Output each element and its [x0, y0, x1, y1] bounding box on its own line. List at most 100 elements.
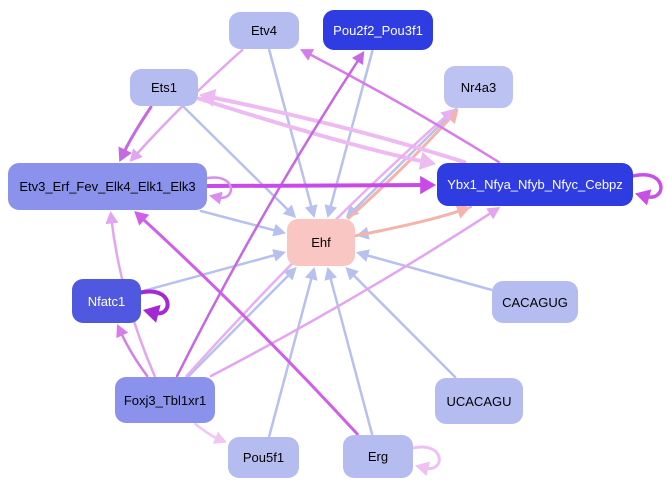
edge-erg-to-ehf-line — [328, 274, 374, 436]
edge-foxj3-to-nfatc1-arrow — [116, 324, 129, 339]
edge-ets1-to-ybx1[interactable] — [197, 96, 436, 170]
self-loop-nfatc1[interactable] — [137, 289, 170, 323]
node-label-etv4: Etv4 — [250, 23, 277, 38]
edge-ets1-to-ehf-line — [182, 105, 291, 213]
node-cacagug[interactable]: CACAGUG — [492, 281, 578, 323]
edge-etv3-to-ybx1-line — [206, 183, 427, 189]
edge-foxj3-to-nr4a3-arrow — [440, 109, 454, 123]
edge-erg-to-ehf-arrow — [324, 267, 338, 281]
edge-ybx1-to-etv4[interactable] — [300, 49, 500, 164]
edge-ucacagu-to-ehf-line — [350, 272, 457, 379]
node-ucacagu[interactable]: UCACAGU — [435, 378, 523, 424]
edge-pou5f1-to-ehf-line — [268, 274, 314, 438]
edge-etv4-to-etv3-arrow — [129, 148, 143, 162]
edge-cacagug-to-ehf-line — [363, 253, 493, 292]
node-label-ets1: Ets1 — [150, 80, 177, 95]
self-loop-etv3-arrow — [209, 191, 223, 205]
edge-pou5f1-to-ehf[interactable] — [268, 267, 318, 438]
edge-pou2f2-to-ehf-arrow — [324, 204, 338, 218]
edge-foxj3-to-pou5f1-arrow — [212, 431, 227, 444]
edge-etv3-to-ehf-arrow — [272, 223, 286, 237]
node-label-pou2f2: Pou2f2_Pou3f1 — [333, 22, 423, 38]
edge-ybx1-to-etv4-line — [307, 52, 500, 164]
node-ets1[interactable]: Ets1 — [130, 69, 198, 106]
edge-foxj3-to-ehf-line — [187, 272, 292, 378]
self-loop-ybx1[interactable] — [629, 173, 663, 206]
edge-erg-to-etv3[interactable] — [134, 211, 359, 436]
node-etv4[interactable]: Etv4 — [229, 12, 299, 49]
edge-ehf-to-ybx1-line — [354, 208, 463, 238]
node-label-erg: Erg — [367, 449, 389, 464]
node-erg[interactable]: Erg — [343, 435, 413, 478]
node-ybx1[interactable]: Ybx1_Nfya_Nfyb_Nfyc_Cebpz — [437, 163, 633, 206]
self-loop-etv3[interactable] — [203, 176, 233, 205]
edge-erg-to-etv3-arrow — [134, 211, 150, 226]
edge-etv3-to-ybx1[interactable] — [206, 175, 436, 195]
node-ehf[interactable]: Ehf — [287, 219, 355, 266]
edge-etv4-to-ehf-line — [267, 48, 314, 211]
edge-foxj3-to-etv3-arrow — [105, 211, 119, 225]
edge-nfatc1-to-ehf-arrow — [272, 249, 286, 262]
edge-ehf-to-nr4a3-arrow — [443, 109, 459, 125]
edge-foxj3-to-ybx1[interactable] — [209, 207, 501, 378]
edge-foxj3-to-pou2f2-arrow — [352, 51, 365, 66]
edge-etv4-to-ehf[interactable] — [267, 48, 318, 218]
edge-ehf-to-ybx1[interactable] — [354, 204, 471, 238]
edge-cacagug-to-ehf[interactable] — [356, 249, 493, 292]
node-label-pou5f1: Pou5f1 — [242, 450, 285, 465]
node-etv3[interactable]: Etv3_Erf_Fev_Elk4_Elk1_Elk3 — [8, 163, 207, 210]
edge-ehf-to-ybx1-arrow — [455, 204, 471, 219]
edge-foxj3-to-nfatc1-line — [119, 331, 149, 378]
edge-ucacagu-to-ehf[interactable] — [345, 267, 457, 379]
edge-ets1-to-etv3-arrow — [118, 146, 132, 162]
self-loop-nfatc1-arrow — [143, 304, 161, 323]
edge-foxj3-to-ybx1-arrow — [486, 207, 501, 220]
node-label-nr4a3: Nr4a3 — [460, 79, 497, 95]
edge-erg-to-etv3-line — [140, 216, 359, 436]
edge-ets1-to-etv3[interactable] — [118, 105, 153, 162]
self-loop-ybx1-arrow — [635, 189, 652, 206]
edge-ehf-to-nr4a3[interactable] — [347, 109, 459, 220]
edge-foxj3-to-pou5f1[interactable] — [194, 422, 227, 444]
node-nfatc1[interactable]: Nfatc1 — [72, 279, 141, 323]
node-label-ehf: Ehf — [311, 235, 331, 250]
edge-foxj3-to-pou5f1-line — [194, 422, 220, 441]
edge-erg-to-ehf[interactable] — [324, 267, 374, 436]
edge-nfatc1-to-ehf[interactable] — [140, 249, 286, 293]
edge-foxj3-to-nfatc1[interactable] — [116, 324, 149, 378]
edge-ets1-to-ehf-arrow — [282, 204, 297, 218]
self-loop-erg-arrow — [415, 461, 430, 476]
edge-ehf-to-nr4a3-line — [347, 115, 454, 220]
self-loop-ybx1-line — [629, 173, 663, 199]
node-nr4a3[interactable]: Nr4a3 — [444, 66, 513, 108]
self-loop-etv3-line — [203, 176, 233, 199]
node-pou2f2[interactable]: Pou2f2_Pou3f1 — [323, 10, 433, 50]
edge-pou5f1-to-ehf-arrow — [304, 267, 318, 281]
self-loop-nfatc1-line — [137, 289, 170, 316]
edge-ets1-to-ehf[interactable] — [182, 105, 297, 218]
self-loop-erg[interactable] — [409, 445, 441, 476]
node-label-foxj3: Foxj3_Tbl1xr1 — [123, 392, 207, 408]
node-pou5f1[interactable]: Pou5f1 — [228, 437, 299, 478]
edge-ets1-to-ybx1-line — [197, 96, 427, 164]
node-label-ybx1: Ybx1_Nfya_Nfyb_Nfyc_Cebpz — [447, 177, 623, 192]
node-label-etv3: Etv3_Erf_Fev_Elk4_Elk1_Elk3 — [19, 179, 196, 194]
edge-ucacagu-to-ehf-arrow — [345, 267, 359, 281]
edge-etv3-to-ehf[interactable] — [199, 209, 286, 237]
edge-ybx1-to-ets1-line — [208, 95, 467, 164]
edge-pou2f2-to-ehf-line — [328, 49, 374, 211]
edge-etv3-to-ybx1-arrow — [420, 175, 436, 195]
edge-etv3-to-ehf-line — [199, 209, 279, 233]
edge-cacagug-to-ehf-arrow — [356, 249, 370, 262]
edge-ets1-to-etv3-line — [122, 105, 153, 155]
edge-ybx1-to-etv4-arrow — [300, 49, 315, 61]
edge-pou2f2-to-ehf[interactable] — [324, 49, 374, 218]
edge-ets1-to-ybx1-arrow — [418, 151, 436, 170]
self-loop-erg-line — [409, 445, 441, 470]
edge-foxj3-to-pou2f2[interactable] — [175, 51, 365, 378]
node-label-nfatc1: Nfatc1 — [87, 293, 126, 309]
edge-etv4-to-ehf-arrow — [304, 204, 318, 218]
node-foxj3[interactable]: Foxj3_Tbl1xr1 — [115, 377, 215, 423]
